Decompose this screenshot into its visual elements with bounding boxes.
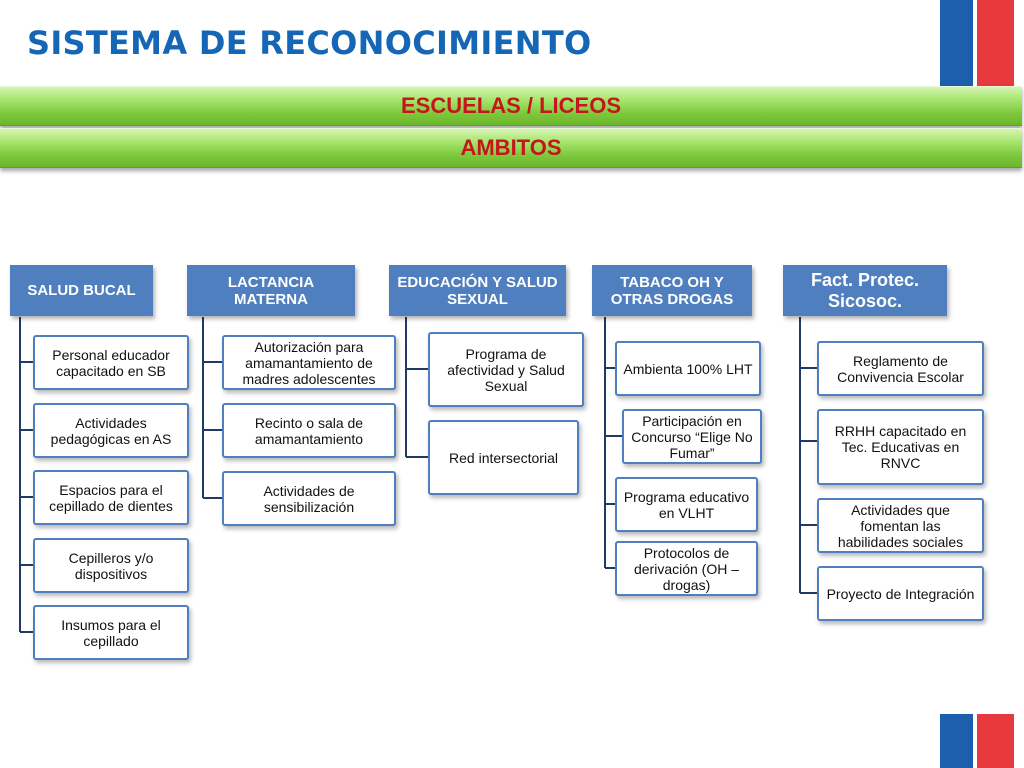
item-ambienta-lht: Ambienta 100% LHT (615, 341, 761, 396)
item-protocolos-derivacion: Protocolos de derivación (OH – drogas) (615, 541, 758, 596)
banner-areas: AMBITOS (0, 128, 1022, 168)
category-lactancia-materna: LACTANCIA MATERNA (187, 265, 355, 316)
item-red-intersectorial: Red intersectorial (428, 420, 579, 495)
category-factores-protectores: Fact. Protec. Sicosoc. (783, 265, 947, 316)
item-recinto-sala: Recinto o sala de amamantamiento (222, 403, 396, 458)
category-salud-bucal: SALUD BUCAL (10, 265, 153, 316)
category-tabaco-drogas: TABACO OH Y OTRAS DROGAS (592, 265, 752, 316)
flag-icon-bottom (940, 714, 1014, 768)
item-proyecto-integracion: Proyecto de Integración (817, 566, 984, 621)
item-espacios-cepillado: Espacios para el cepillado de dientes (33, 470, 189, 525)
item-programa-vlht: Programa educativo en VLHT (615, 477, 758, 532)
item-habilidades-sociales: Actividades que fomentan las habilidades… (817, 498, 984, 553)
item-actividades-pedagogicas: Actividades pedagógicas en AS (33, 403, 189, 458)
item-personal-educador: Personal educador capacitado en SB (33, 335, 189, 390)
item-cepilleros: Cepilleros y/o dispositivos (33, 538, 189, 593)
banner-schools: ESCUELAS / LICEOS (0, 86, 1022, 126)
item-rrhh-capacitado: RRHH capacitado en Tec. Educativas en RN… (817, 409, 984, 485)
flag-icon (940, 0, 1014, 86)
category-educacion-salud-sexual: EDUCACIÓN Y SALUD SEXUAL (389, 265, 566, 316)
item-reglamento-convivencia: Reglamento de Convivencia Escolar (817, 341, 984, 396)
item-programa-afectividad: Programa de afectividad y Salud Sexual (428, 332, 584, 407)
page-title: SISTEMA DE RECONOCIMIENTO (27, 24, 592, 62)
item-insumos-cepillado: Insumos para el cepillado (33, 605, 189, 660)
item-actividades-sensibilizacion: Actividades de sensibilización (222, 471, 396, 526)
item-autorizacion-amamantamiento: Autorización para amamantamiento de madr… (222, 335, 396, 390)
item-concurso-elige-no-fumar: Participación en Concurso “Elige No Fuma… (622, 409, 762, 464)
